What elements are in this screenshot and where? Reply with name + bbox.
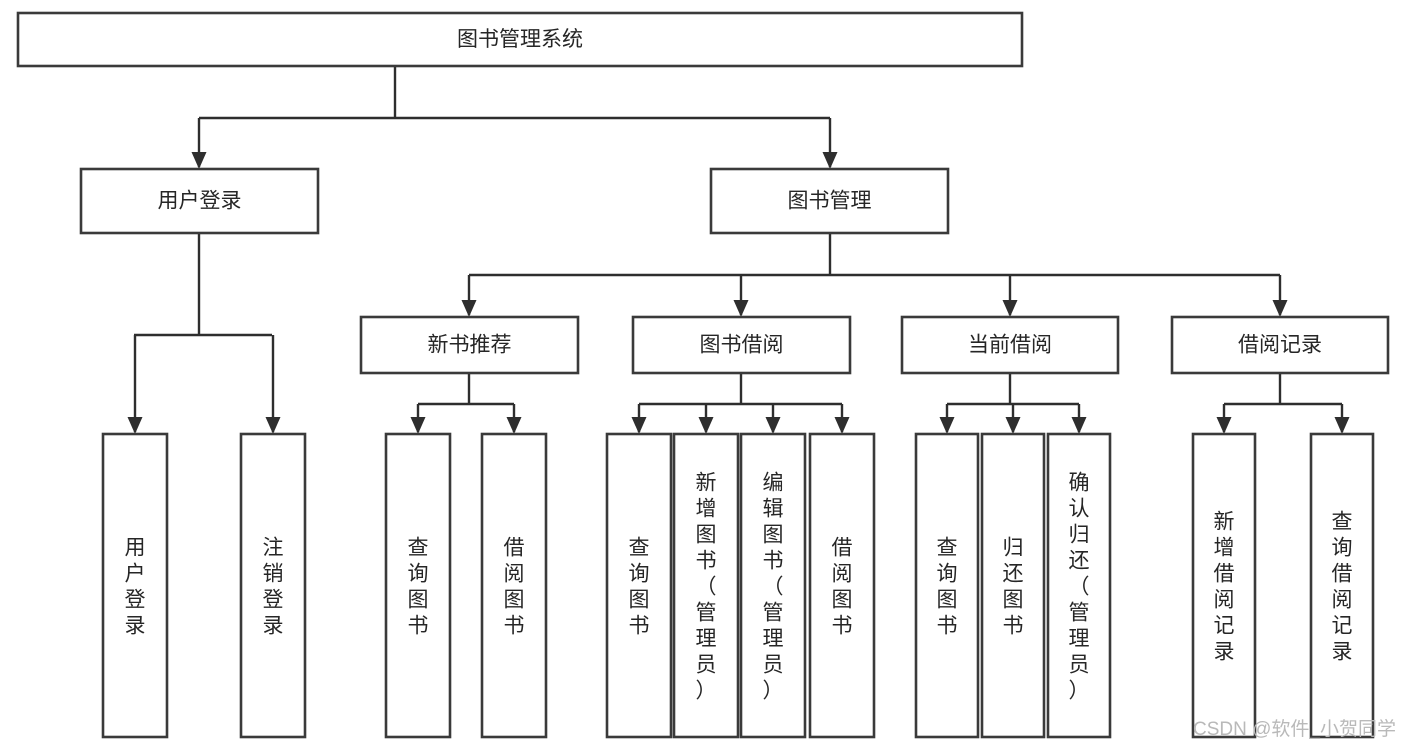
arrow-to-leaf-user-login: [127, 335, 143, 434]
arrow-to-leaf-edit-book: [765, 404, 781, 434]
arrow-to-book-borrow: [733, 275, 749, 317]
node-label: 借阅记录: [1238, 334, 1322, 357]
node-leaf-return-book[interactable]: 归还图书: [980, 432, 1046, 739]
node-leaf-borrow-book-recommend[interactable]: 借阅图书: [480, 432, 548, 739]
node-label: 新增借阅记录: [1214, 510, 1235, 663]
node-root[interactable]: 图书管理系统: [16, 11, 1024, 68]
node-current-borrow[interactable]: 当前借阅: [900, 315, 1120, 375]
node-label: 查询图书: [937, 536, 958, 637]
node-label: 新书推荐: [428, 334, 512, 357]
node-book-borrow[interactable]: 图书借阅: [631, 315, 852, 375]
node-leaf-query-book-borrow[interactable]: 查询图书: [605, 432, 673, 739]
node-label: 图书管理: [788, 190, 872, 213]
node-new-book-recommend[interactable]: 新书推荐: [359, 315, 580, 375]
arrow-to-new-book-recommend: [461, 275, 477, 317]
node-leaf-query-book-recommend[interactable]: 查询图书: [384, 432, 452, 739]
node-user-login[interactable]: 用户登录: [79, 167, 320, 235]
node-leaf-borrow-book[interactable]: 借阅图书: [808, 432, 876, 739]
csdn-watermark: CSDN @软件_小贺同学: [1193, 718, 1396, 740]
connector-bus-user-login: [134, 233, 272, 337]
arrow-to-leaf-add-borrow-record: [1216, 404, 1232, 434]
arrow-to-leaf-confirm-return: [1071, 404, 1087, 434]
node-label: 图书管理系统: [457, 28, 583, 51]
arrow-to-leaf-return-book: [1005, 404, 1021, 434]
arrow-to-leaf-query-borrow-record: [1334, 404, 1350, 434]
node-borrow-record[interactable]: 借阅记录: [1170, 315, 1390, 375]
connector-bus-root: [199, 66, 830, 120]
node-label: 归还图书: [1003, 536, 1024, 637]
arrow-to-leaf-add-book: [698, 404, 714, 434]
node-leaf-user-login[interactable]: 用户登录: [101, 432, 169, 739]
connector-bus-book-borrow: [639, 373, 842, 406]
connector-bus-book-manage: [469, 233, 1280, 277]
node-leaf-add-book[interactable]: 新增图书（管理员）: [672, 432, 740, 739]
node-layer: 图书管理系统用户登录图书管理新书推荐图书借阅当前借阅借阅记录用户登录注销登录查询…: [16, 11, 1390, 739]
node-label: 查询借阅记录: [1332, 510, 1353, 663]
node-leaf-add-borrow-record[interactable]: 新增借阅记录: [1191, 432, 1257, 739]
arrow-to-leaf-query-book-recommend: [410, 404, 426, 434]
node-label: 用户登录: [125, 536, 146, 637]
connector-bus-new-book-recommend: [418, 373, 514, 406]
node-label: 用户登录: [158, 190, 242, 213]
node-leaf-query-borrow-record[interactable]: 查询借阅记录: [1309, 432, 1375, 739]
node-label: 确认归还（管理员）: [1069, 471, 1090, 702]
arrow-to-leaf-query-book-borrow: [631, 404, 647, 434]
node-label: 图书借阅: [700, 334, 784, 357]
connector-bus-current-borrow: [947, 373, 1079, 406]
node-leaf-logout[interactable]: 注销登录: [239, 432, 307, 739]
arrow-to-borrow-record: [1272, 275, 1288, 317]
node-leaf-confirm-return[interactable]: 确认归还（管理员）: [1046, 432, 1112, 739]
arrow-to-current-borrow: [1002, 275, 1018, 317]
node-label: 查询图书: [408, 536, 429, 637]
arrow-to-leaf-borrow-book: [834, 404, 850, 434]
node-label: 新增图书（管理员）: [696, 471, 717, 702]
node-label: 编辑图书（管理员）: [763, 471, 784, 702]
arrow-to-leaf-borrow-book-recommend: [506, 404, 522, 434]
arrow-to-leaf-logout: [265, 335, 281, 434]
node-book-manage[interactable]: 图书管理: [709, 167, 950, 235]
node-label: 借阅图书: [504, 536, 525, 637]
node-label: 注销登录: [263, 536, 284, 637]
arrow-to-user-login: [191, 118, 207, 169]
node-leaf-query-book-current[interactable]: 查询图书: [914, 432, 980, 739]
node-leaf-edit-book[interactable]: 编辑图书（管理员）: [739, 432, 807, 739]
arrow-to-book-manage: [822, 118, 838, 169]
node-label: 当前借阅: [968, 334, 1052, 357]
connector-bus-borrow-record: [1224, 373, 1342, 406]
connector-layer: [127, 66, 1350, 434]
arrow-to-leaf-query-book-current: [939, 404, 955, 434]
node-label: 借阅图书: [832, 536, 853, 637]
node-label: 查询图书: [629, 536, 650, 637]
